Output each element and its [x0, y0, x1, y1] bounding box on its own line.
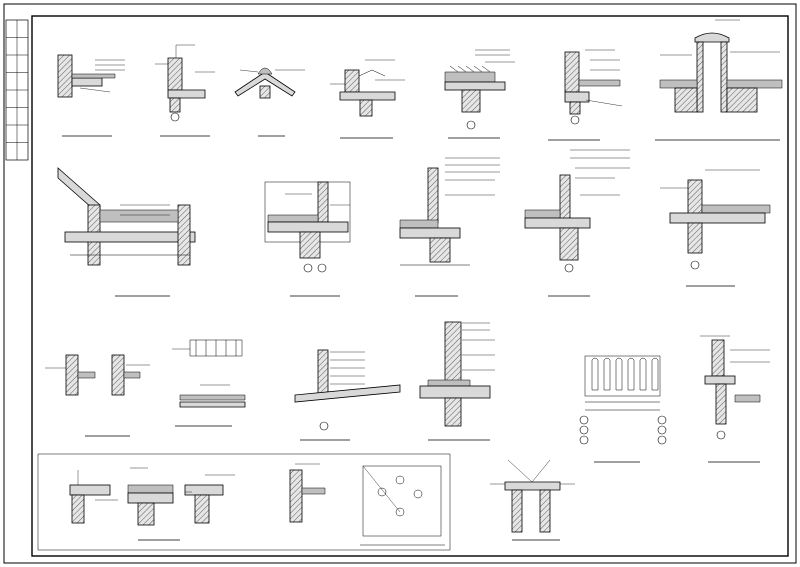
- detail-d14: [172, 339, 246, 427]
- detail-d2: [155, 44, 215, 137]
- detail-d15: [294, 349, 401, 441]
- detail-d18: [700, 335, 770, 463]
- detail-d12: [660, 169, 771, 287]
- detail-d4: [330, 59, 405, 139]
- title-block: [5, 19, 29, 161]
- detail-d9: [264, 181, 351, 297]
- detail-d19: [69, 470, 118, 524]
- sheet-border: [3, 3, 797, 564]
- detail-d8: [57, 167, 196, 297]
- detail-group-frame: [37, 453, 451, 551]
- detail-d20: [127, 467, 180, 541]
- detail-d21: [184, 474, 235, 524]
- detail-d6: [548, 49, 623, 141]
- detail-d5: [444, 49, 515, 139]
- detail-d11: [524, 149, 630, 297]
- detail-d1: [57, 54, 125, 137]
- detail-d22: [289, 463, 326, 523]
- detail-d24: [490, 459, 575, 541]
- detail-d23: [360, 465, 445, 546]
- drawing-frame: [31, 15, 789, 557]
- detail-d13: [45, 354, 150, 437]
- detail-d17: [579, 355, 667, 463]
- detail-d16: [419, 321, 495, 441]
- detail-d3: [234, 67, 305, 137]
- detail-d10: [399, 157, 500, 297]
- detail-d7: [655, 19, 783, 141]
